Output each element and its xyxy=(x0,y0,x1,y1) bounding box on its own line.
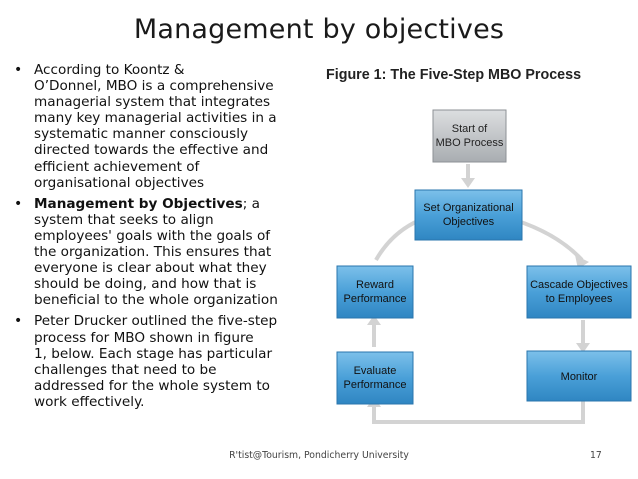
box-monitor-line1: Monitor xyxy=(561,371,598,383)
slide-title: Management by objectives xyxy=(133,14,505,45)
box-set-line2: Objectives xyxy=(443,216,495,228)
bullet-line: system that seeks to align xyxy=(34,211,214,228)
bullet-dot-icon: • xyxy=(14,62,23,78)
bullet-line: Peter Drucker outlined the five-step xyxy=(34,313,278,330)
mbo-process-figure: Start of MBO Process Set Organizational … xyxy=(320,62,632,437)
arrow-reward-to-set xyxy=(374,218,421,261)
bullet-line: employees' goals with the goals of xyxy=(34,227,271,244)
box-start: Start of MBO Process xyxy=(432,109,507,163)
bullet-line: process for MBO shown in figure xyxy=(34,329,254,346)
bullet-line: efficient achievement of xyxy=(34,158,200,175)
box-cascade-line1: Cascade Objectives xyxy=(530,279,628,291)
page-number: 17 xyxy=(590,450,602,461)
bullet-item-drucker: • Peter Drucker outlined the five-step p… xyxy=(12,313,312,410)
box-reward: Reward Performance xyxy=(336,265,414,319)
arrowhead-icon xyxy=(367,315,381,325)
bullet-line: O’Donnel, MBO is a comprehensive xyxy=(34,78,274,95)
figure-title: Figure 1: The Five-Step MBO Process xyxy=(326,67,582,83)
box-cascade: Cascade Objectives to Employees xyxy=(526,265,632,319)
slide-footer: R'tist@Tourism, Pondicherry University xyxy=(229,450,409,461)
mbo-process-diagram: Start of MBO Process Set Organizational … xyxy=(336,109,632,424)
bullet-line: Management by Objectives; a xyxy=(34,196,312,212)
box-cascade-line2: to Employees xyxy=(546,293,613,305)
box-monitor: Monitor xyxy=(526,350,632,402)
arrow-set-to-cascade xyxy=(514,218,584,262)
bullet-line: challenges that need to be xyxy=(34,361,217,378)
bullet-line: beneficial to the whole organization xyxy=(34,292,278,309)
box-evaluate: Evaluate Performance xyxy=(336,351,414,405)
bullet-line: systematic manner consciously xyxy=(34,126,249,143)
box-start-line1: Start of xyxy=(452,123,488,135)
bullet-item-koontz: • According to Koontz & O’Donnel, MBO is… xyxy=(12,62,312,191)
bullet-line: 1, below. Each stage has particular xyxy=(34,345,273,362)
bullet-line: should be doing, and how that is xyxy=(34,276,257,293)
arrowhead-icon xyxy=(576,343,590,353)
box-start-line2: MBO Process xyxy=(436,137,504,149)
bullet-line: the organization. This ensures that xyxy=(34,244,272,261)
bullet-line: everyone is clear about what they xyxy=(34,260,267,277)
bullet-line-tail: ; a xyxy=(242,195,260,212)
box-evaluate-line2: Performance xyxy=(344,379,407,391)
arrow-monitor-to-evaluate xyxy=(372,401,585,424)
bullet-line: addressed for the whole system to xyxy=(34,377,270,394)
bullet-dot-icon: • xyxy=(14,313,23,330)
bullet-line: many key managerial activities in a xyxy=(34,110,277,127)
bullet-line: organisational objectives xyxy=(34,174,205,191)
bullet-list: • According to Koontz & O’Donnel, MBO is… xyxy=(12,62,312,415)
bullet-line: directed towards the effective and xyxy=(34,142,269,159)
bullet-dot-icon: • xyxy=(14,195,23,212)
bullet-line: managerial system that integrates xyxy=(34,94,271,111)
bullet-item-mbo-definition: • Management by Objectives; a system tha… xyxy=(12,196,312,309)
bold-term: Management by Objectives xyxy=(34,195,243,212)
box-reward-line2: Performance xyxy=(344,293,407,305)
flow-arrows xyxy=(372,164,585,424)
box-evaluate-line1: Evaluate xyxy=(354,365,397,377)
box-set-objectives: Set Organizational Objectives xyxy=(414,189,523,241)
bullet-line: According to Koontz & xyxy=(34,62,185,78)
arrowhead-icon xyxy=(461,178,475,188)
box-reward-line1: Reward xyxy=(356,279,394,291)
bullet-line: work effectively. xyxy=(34,393,145,410)
box-set-line1: Set Organizational xyxy=(423,202,514,214)
